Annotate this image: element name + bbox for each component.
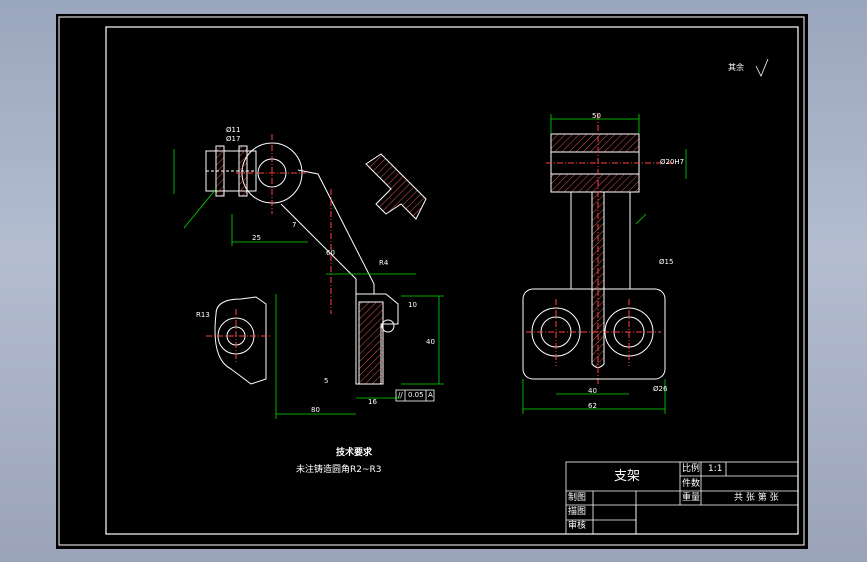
tolerance-symbol: // <box>398 391 403 399</box>
dim-text: 80 <box>311 406 320 414</box>
tolerance-value: 0.05 <box>408 391 424 399</box>
inner-border <box>105 26 799 535</box>
technical-requirements-body: 未注铸造圆角R2~R3 <box>296 465 382 475</box>
drafted-by-label: 描图 <box>568 507 587 517</box>
dim-text: 10 <box>408 301 417 309</box>
dim-text: Ø17 <box>226 135 241 143</box>
side-view-dimensions <box>522 114 687 414</box>
dim-text: 25 <box>252 234 261 242</box>
dim-text: R13 <box>196 311 210 319</box>
dim-text: 40 <box>588 387 597 395</box>
dim-text: R4 <box>379 259 389 267</box>
scale-label: 比例 <box>682 464 701 474</box>
dim-text: Ø11 <box>226 126 241 134</box>
dim-text: 40 <box>426 338 435 346</box>
scale-value: 1:1 <box>708 464 723 474</box>
part-name: 支架 <box>614 469 641 484</box>
dim-text: 60 <box>326 249 335 257</box>
dim-text: Ø26 <box>653 385 668 393</box>
front-view <box>205 134 427 385</box>
dim-text: 7 <box>292 221 297 229</box>
geometric-tolerance-frame <box>395 389 435 402</box>
dim-text: 5 <box>324 377 329 385</box>
weight-label: 重量 <box>682 493 701 503</box>
sheets-text: 共 张 第 张 <box>734 493 779 503</box>
dim-text: 16 <box>368 398 377 406</box>
surface-finish-symbol-icon <box>755 58 769 77</box>
surface-finish-label: 其余 <box>728 63 744 72</box>
checked-by-label: 审核 <box>568 521 587 531</box>
technical-requirements-title: 技术要求 <box>336 448 373 458</box>
outer-border <box>58 16 805 546</box>
title-block-lines <box>565 461 799 535</box>
quantity-label: 件数 <box>682 479 701 489</box>
front-view-dimensions <box>173 149 444 419</box>
dim-text: 50 <box>592 112 601 120</box>
cad-drawing <box>58 16 805 546</box>
dim-text: Ø15 <box>659 258 674 266</box>
drawing-sheet: 其余 技术要求 未注铸造圆角R2~R3 Ø11 Ø17 7 25 80 60 R… <box>56 14 808 549</box>
drawn-by-label: 制图 <box>568 493 587 503</box>
side-view <box>522 114 676 384</box>
dim-text: Ø20H7 <box>660 158 685 166</box>
dim-text: 62 <box>588 402 597 410</box>
tolerance-datum: A <box>428 391 433 399</box>
